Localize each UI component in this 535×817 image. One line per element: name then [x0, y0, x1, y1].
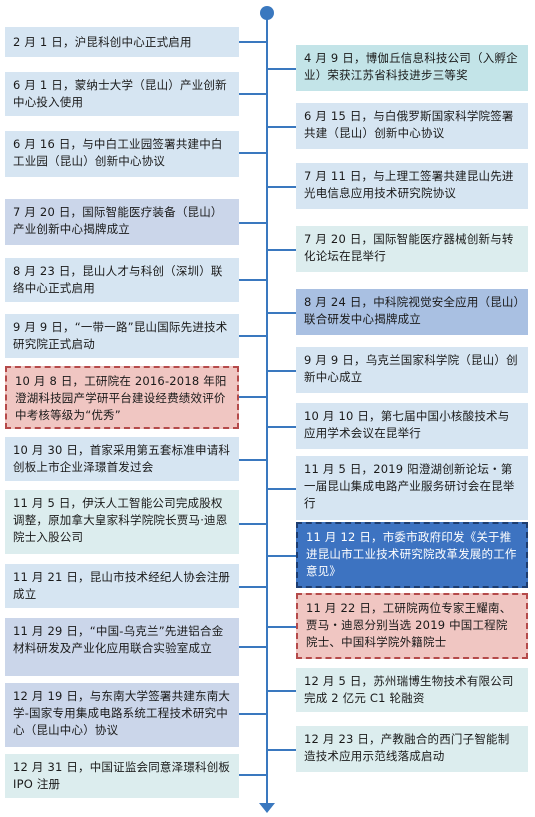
connector — [239, 41, 266, 43]
timeline-event-left: 2 月 1 日，沪昆科创中心正式启用 — [5, 27, 239, 57]
event-text: 9 月 9 日，“一带一路”昆山国际先进技术研究院正式启动 — [13, 320, 228, 351]
timeline-event-left: 10 月 30 日，首家采用第五套标准申请科创板上市企业泽璟首发过会 — [5, 437, 239, 481]
connector — [239, 459, 266, 461]
connector — [239, 396, 266, 398]
connector — [266, 626, 296, 628]
timeline-event-left: 12 月 31 日，中国证监会同意泽璟科创板 IPO 注册 — [5, 754, 239, 798]
connector — [266, 749, 296, 751]
event-text: 10 月 30 日，首家采用第五套标准申请科创板上市企业泽璟首发过会 — [13, 443, 231, 474]
connector — [266, 126, 296, 128]
event-text: 2 月 1 日，沪昆科创中心正式启用 — [13, 34, 192, 49]
timeline-event-left-highlight: 10 月 8 日，工研院在 2016-2018 年阳澄湖科技园产学研平台建设经费… — [5, 366, 239, 429]
timeline-event-right: 12 月 5 日，苏州瑞博生物技术有限公司完成 2 亿元 C1 轮融资 — [296, 668, 528, 712]
event-text: 6 月 16 日，与中白工业园签署共建中白工业园（昆山）创新中心协议 — [13, 137, 223, 168]
connector — [239, 222, 266, 224]
event-text: 7 月 11 日，与上理工签署共建昆山先进光电信息应用技术研究院协议 — [304, 169, 514, 200]
event-text: 12 月 5 日，苏州瑞博生物技术有限公司完成 2 亿元 C1 轮融资 — [304, 674, 514, 705]
timeline-event-right: 7 月 11 日，与上理工签署共建昆山先进光电信息应用技术研究院协议 — [296, 163, 528, 209]
connector — [239, 713, 266, 715]
connector — [239, 93, 266, 95]
connector — [266, 312, 296, 314]
event-text: 7 月 20 日，国际智能医疗装备（昆山）产业创新中心揭牌成立 — [13, 205, 223, 236]
connector — [239, 586, 266, 588]
connector — [239, 335, 266, 337]
timeline-event-left: 7 月 20 日，国际智能医疗装备（昆山）产业创新中心揭牌成立 — [5, 199, 239, 245]
timeline-event-right: 11 月 5 日，2019 阳澄湖创新论坛・第一届昆山集成电路产业服务研讨会在昆… — [296, 456, 528, 520]
connector — [239, 523, 266, 525]
timeline-event-left: 8 月 23 日，昆山人才与科创（深圳）联络中心正式启用 — [5, 258, 239, 302]
event-text: 11 月 29 日，“中国-乌克兰”先进铝合金材料研发及产业化应用联合实验室成立 — [13, 624, 224, 655]
event-text: 11 月 5 日，伊沃人工智能公司完成股权调整，原加拿大皇家科学院院长贾马·迪恩… — [13, 496, 228, 544]
timeline-event-right: 9 月 9 日，乌克兰国家科学院（昆山）创新中心成立 — [296, 347, 528, 393]
event-text: 7 月 20 日，国际智能医疗器械创新与转化论坛在昆举行 — [304, 232, 514, 263]
event-text: 4 月 9 日，博伽丘信息科技公司（入孵企业）荣获江苏省科技进步三等奖 — [304, 51, 518, 82]
connector — [266, 426, 296, 428]
timeline-end-arrow — [259, 803, 275, 813]
connector — [266, 690, 296, 692]
event-text: 12 月 23 日，产教融合的西门子智能制造技术应用示范线落成启动 — [304, 732, 510, 763]
event-text: 8 月 23 日，昆山人才与科创（深圳）联络中心正式启用 — [13, 264, 223, 295]
connector — [266, 68, 296, 70]
event-text: 6 月 15 日，与白俄罗斯国家科学院签署共建（昆山）创新中心协议 — [304, 109, 514, 140]
event-text: 10 月 10 日，第七届中国小核酸技术与应用学术会议在昆举行 — [304, 409, 510, 440]
connector — [239, 774, 266, 776]
timeline-event-right: 12 月 23 日，产教融合的西门子智能制造技术应用示范线落成启动 — [296, 726, 528, 772]
timeline-event-right-highlight: 11 月 12 日，市委市政府印发《关于推进昆山市工业技术研究院改革发展的工作意… — [296, 522, 528, 588]
event-text: 8 月 24 日，中科院视觉安全应用（昆山）联合研发中心揭牌成立 — [304, 295, 520, 326]
timeline-event-left: 9 月 9 日，“一带一路”昆山国际先进技术研究院正式启动 — [5, 314, 239, 358]
connector — [239, 152, 266, 154]
connector — [239, 279, 266, 281]
timeline-axis — [266, 12, 268, 806]
event-text: 12 月 31 日，中国证监会同意泽璟科创板 IPO 注册 — [13, 760, 231, 791]
timeline-event-left: 6 月 1 日，蒙纳士大学（昆山）产业创新中心投入使用 — [5, 72, 239, 116]
timeline-event-right: 4 月 9 日，博伽丘信息科技公司（入孵企业）荣获江苏省科技进步三等奖 — [296, 45, 528, 91]
event-text: 11 月 5 日，2019 阳澄湖创新论坛・第一届昆山集成电路产业服务研讨会在昆… — [304, 462, 515, 510]
event-text: 10 月 8 日，工研院在 2016-2018 年阳澄湖科技园产学研平台建设经费… — [15, 374, 227, 422]
event-text: 11 月 12 日，市委市政府印发《关于推进昆山市工业技术研究院改革发展的工作意… — [306, 530, 517, 578]
event-text: 12 月 19 日，与东南大学签署共建东南大学-国家专用集成电路系统工程技术研究… — [13, 689, 231, 737]
connector — [266, 555, 296, 557]
timeline-event-right: 6 月 15 日，与白俄罗斯国家科学院签署共建（昆山）创新中心协议 — [296, 103, 528, 149]
connector — [239, 646, 266, 648]
timeline-event-left: 11 月 5 日，伊沃人工智能公司完成股权调整，原加拿大皇家科学院院长贾马·迪恩… — [5, 490, 239, 554]
timeline-event-right-highlight: 11 月 22 日，工研院两位专家王耀南、贾马・迪恩分别当选 2019 中国工程… — [296, 593, 528, 659]
timeline-event-left: 11 月 21 日，昆山市技术经纪人协会注册成立 — [5, 564, 239, 608]
event-text: 11 月 21 日，昆山市技术经纪人协会注册成立 — [13, 570, 231, 601]
connector — [266, 370, 296, 372]
connector — [266, 488, 296, 490]
connector — [266, 186, 296, 188]
timeline-event-right: 7 月 20 日，国际智能医疗器械创新与转化论坛在昆举行 — [296, 226, 528, 272]
event-text: 9 月 9 日，乌克兰国家科学院（昆山）创新中心成立 — [304, 353, 518, 384]
timeline-start-dot — [260, 6, 274, 20]
event-text: 6 月 1 日，蒙纳士大学（昆山）产业创新中心投入使用 — [13, 78, 227, 109]
timeline-event-left: 11 月 29 日，“中国-乌克兰”先进铝合金材料研发及产业化应用联合实验室成立 — [5, 618, 239, 676]
event-text: 11 月 22 日，工研院两位专家王耀南、贾马・迪恩分别当选 2019 中国工程… — [306, 601, 512, 649]
timeline-event-left: 6 月 16 日，与中白工业园签署共建中白工业园（昆山）创新中心协议 — [5, 131, 239, 177]
timeline-event-right: 10 月 10 日，第七届中国小核酸技术与应用学术会议在昆举行 — [296, 403, 528, 449]
connector — [266, 249, 296, 251]
timeline-event-left: 12 月 19 日，与东南大学签署共建东南大学-国家专用集成电路系统工程技术研究… — [5, 683, 239, 747]
timeline-event-right: 8 月 24 日，中科院视觉安全应用（昆山）联合研发中心揭牌成立 — [296, 289, 528, 335]
